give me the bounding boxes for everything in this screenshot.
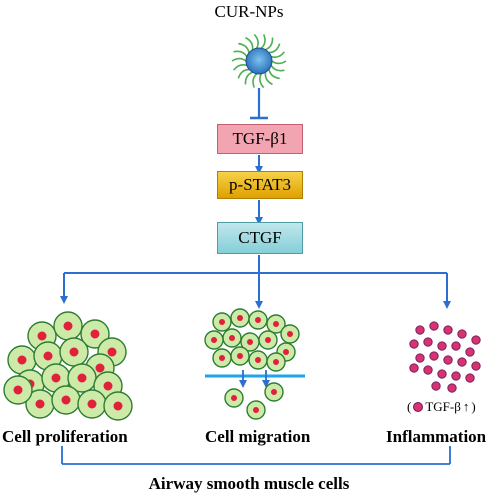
cytokine-dot bbox=[457, 329, 467, 339]
migrating-cell bbox=[212, 312, 232, 332]
migrating-cell bbox=[222, 328, 242, 348]
proliferation-label: Cell proliferation bbox=[2, 427, 128, 446]
migrating-cell bbox=[258, 330, 278, 350]
nanoparticle-spike bbox=[270, 51, 286, 58]
nanoparticle-spike bbox=[265, 37, 274, 51]
proliferating-cell bbox=[3, 375, 33, 405]
proliferation-cell-cluster bbox=[3, 311, 133, 421]
tgf-beta1-box: TGF-β1 bbox=[217, 124, 303, 154]
migrating-cell bbox=[212, 348, 232, 368]
nanoparticle-spike bbox=[245, 36, 254, 50]
proliferating-cell bbox=[51, 385, 81, 415]
nanoparticle-spike bbox=[231, 57, 247, 62]
migrating-cell bbox=[280, 324, 300, 344]
migrated-cell bbox=[246, 400, 266, 420]
cytokine-dot bbox=[429, 351, 439, 361]
cytokine-dot bbox=[423, 365, 433, 375]
cytokine-dot bbox=[415, 325, 425, 335]
cytokine-dot bbox=[465, 373, 475, 383]
cytokine-dot bbox=[443, 325, 453, 335]
migrating-cell bbox=[230, 308, 250, 328]
proliferating-cell bbox=[103, 391, 133, 421]
cytokine-dot bbox=[447, 383, 457, 393]
migrated-cells bbox=[224, 382, 284, 420]
note-text: TGF-β bbox=[425, 399, 461, 414]
migration-arrows bbox=[239, 370, 270, 388]
cytokine-dot bbox=[451, 341, 461, 351]
tgf-beta1-label: TGF-β1 bbox=[232, 129, 288, 148]
cytokine-dot bbox=[465, 347, 475, 357]
nanoparticle-spike bbox=[253, 33, 259, 49]
note-open-paren: ( bbox=[407, 399, 412, 414]
proliferating-cell bbox=[67, 363, 97, 393]
nanoparticle-spike bbox=[252, 73, 258, 88]
migrating-cell bbox=[230, 346, 250, 366]
ctgf-box: CTGF bbox=[217, 222, 303, 254]
cytokine-dot bbox=[443, 355, 453, 365]
migration-cell-cluster bbox=[204, 308, 300, 372]
cytokine-dot bbox=[423, 337, 433, 347]
cytokine-dot bbox=[429, 321, 439, 331]
nanoparticle-spike bbox=[268, 69, 280, 80]
migrating-cell bbox=[240, 332, 260, 352]
cytokine-dot bbox=[409, 339, 419, 349]
migrated-cell bbox=[264, 382, 284, 402]
branch-connector bbox=[60, 255, 451, 309]
migrating-cell bbox=[248, 310, 268, 330]
nanoparticle-spike bbox=[233, 50, 248, 58]
migration-label: Cell migration bbox=[205, 427, 311, 446]
p-stat3-label: p-STAT3 bbox=[229, 175, 291, 194]
nanoparticle-spike bbox=[270, 64, 285, 72]
proliferating-cell bbox=[7, 345, 37, 375]
proliferating-cell bbox=[80, 319, 110, 349]
inflammation-dots bbox=[409, 321, 481, 393]
p-stat3-box: p-STAT3 bbox=[217, 171, 303, 199]
nanoparticle-spike bbox=[271, 60, 287, 65]
cytokine-dot bbox=[451, 371, 461, 381]
cytokine-dot bbox=[471, 361, 481, 371]
nanoparticle-spike bbox=[238, 42, 250, 53]
nanoparticle-spike bbox=[260, 34, 266, 49]
cell-type-bracket bbox=[61, 446, 451, 465]
cytokine-dot bbox=[409, 363, 419, 373]
nanoparticle-spike bbox=[268, 43, 281, 54]
nanoparticle-label: CUR-NPs bbox=[214, 2, 284, 21]
nanoparticle-icon bbox=[231, 33, 287, 89]
cytokine-dot bbox=[437, 341, 447, 351]
note-close-paren: ) bbox=[471, 399, 476, 414]
nanoparticle-spike bbox=[244, 71, 253, 85]
cytokine-dot-icon bbox=[413, 402, 424, 412]
cytokine-dot bbox=[415, 353, 425, 363]
nanoparticle-spike bbox=[264, 72, 273, 86]
nanoparticle-spike bbox=[232, 64, 248, 71]
migrating-cell bbox=[266, 352, 286, 372]
proliferating-cell bbox=[53, 311, 83, 341]
cell-type-label: Airway smooth muscle cells bbox=[148, 474, 350, 493]
up-arrow-icon: ↑ bbox=[462, 399, 470, 414]
proliferating-cell bbox=[77, 389, 107, 419]
cytokine-dot bbox=[431, 381, 441, 391]
inflammation-label: Inflammation bbox=[386, 427, 487, 446]
migrating-cell bbox=[204, 330, 224, 350]
cytokine-dot bbox=[437, 369, 447, 379]
nanoparticle-spike bbox=[259, 73, 265, 89]
inhibition-symbol bbox=[250, 88, 268, 120]
migrating-cell bbox=[248, 350, 268, 370]
migrating-cell bbox=[266, 314, 286, 334]
migrated-cell bbox=[224, 388, 244, 408]
ctgf-label: CTGF bbox=[238, 228, 282, 247]
proliferating-cell bbox=[59, 337, 89, 367]
tgf-beta-increase-note: ( TGF-β ↑ ) bbox=[407, 399, 476, 415]
nanoparticle-spike bbox=[237, 68, 250, 79]
cytokine-dot bbox=[457, 357, 467, 367]
cytokine-dot bbox=[471, 335, 481, 345]
